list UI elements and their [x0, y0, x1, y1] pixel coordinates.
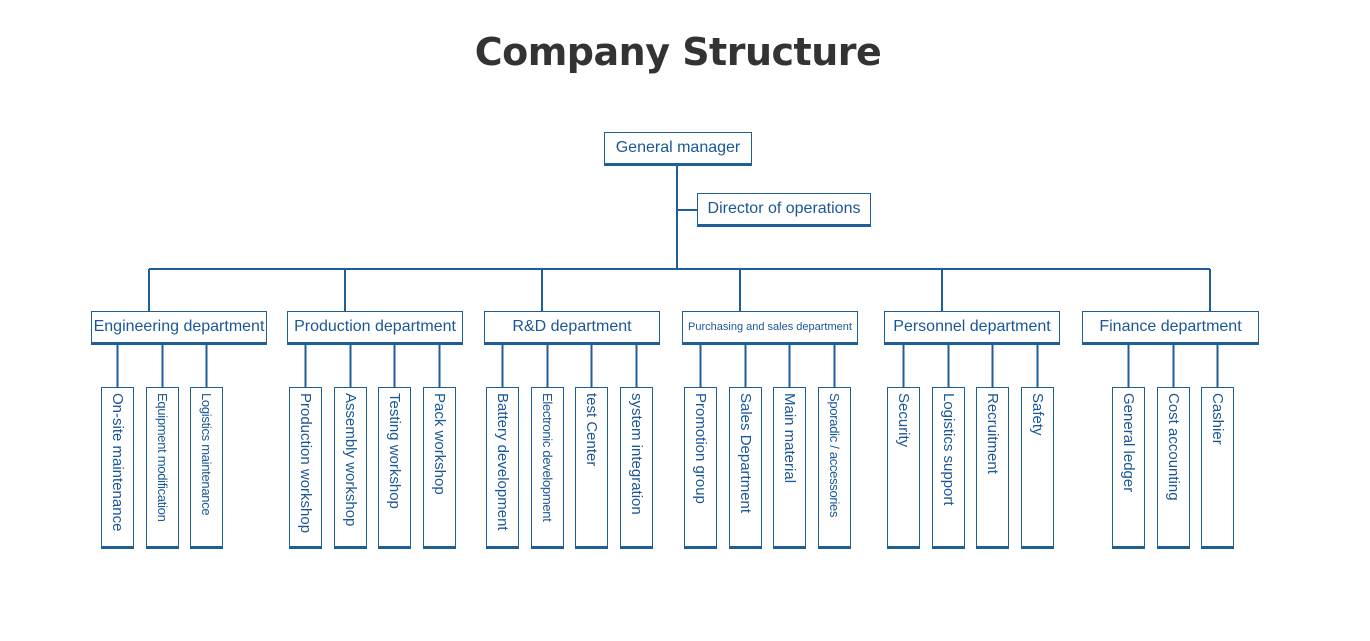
department-r-d-department: R&D department: [484, 311, 660, 345]
department-purchasing-and-sales-department: Purchasing and sales department: [682, 311, 858, 345]
unit-main-material: Main material: [773, 387, 806, 549]
unit-recruitment: Recruitment: [976, 387, 1009, 549]
unit-safety: Safety: [1021, 387, 1054, 549]
unit-on-site-maintenance: On-site maintenance: [101, 387, 134, 549]
unit-test-center: test Center: [575, 387, 608, 549]
unit-security: Security: [887, 387, 920, 549]
unit-assembly-workshop: Assembly workshop: [334, 387, 367, 549]
department-finance-department: Finance department: [1082, 311, 1259, 345]
unit-general-ledger: General ledger: [1112, 387, 1145, 549]
unit-cost-accounting: Cost accounting: [1157, 387, 1190, 549]
unit-equipment-modification: Equipment modification: [146, 387, 179, 549]
node-general-manager: General manager: [604, 132, 752, 166]
unit-sporadic-accessories: Sporadic / accessories: [818, 387, 851, 549]
unit-testing-workshop: Testing workshop: [378, 387, 411, 549]
chart-title: Company Structure: [474, 30, 882, 74]
unit-sales-department: Sales Department: [729, 387, 762, 549]
department-production-department: Production department: [287, 311, 463, 345]
unit-logistics-support: Logistics support: [932, 387, 965, 549]
node-director-of-operations: Director of operations: [697, 193, 871, 227]
unit-system-integration: system integration: [620, 387, 653, 549]
unit-pack-workshop: Pack workshop: [423, 387, 456, 549]
unit-production-workshop: Production workshop: [289, 387, 322, 549]
unit-logistics-maintenance: Logistics maintenance: [190, 387, 223, 549]
department-engineering-department: Engineering department: [91, 311, 267, 345]
department-personnel-department: Personnel department: [884, 311, 1060, 345]
unit-battery-development: Battery development: [486, 387, 519, 549]
unit-promotion-group: Promotion group: [684, 387, 717, 549]
unit-cashier: Cashier: [1201, 387, 1234, 549]
unit-electronic-development: Electronic development: [531, 387, 564, 549]
